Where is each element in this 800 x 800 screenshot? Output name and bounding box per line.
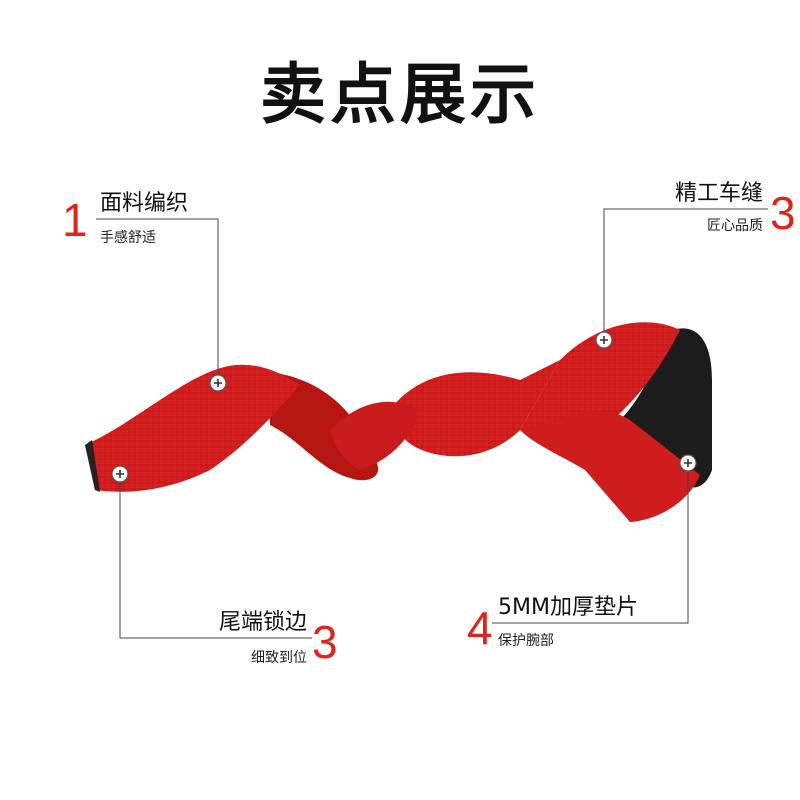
leader-lines [96,208,768,639]
strap-middle [390,360,560,457]
plus-marker-icon [679,454,697,472]
feature-3-title: 尾端锁边 [218,610,307,635]
feature-1-title: 面料编织 [100,191,189,216]
feature-4-number: 4 [467,602,493,654]
feature-2-subtitle: 匠心品质 [707,218,763,234]
strap-end-panel [520,411,700,522]
strap-fold-right [520,322,680,440]
strap-left [85,364,300,492]
leader-line-2 [603,208,768,340]
feature-3-subtitle: 细致到位 [251,650,307,666]
feature-2-number: 3 [770,187,796,239]
plus-marker-icon [595,331,613,349]
feature-4-subtitle: 保护腕部 [498,633,554,649]
page-title: 卖点展示 [260,56,540,133]
feature-2-title: 精工车缝 [674,181,763,206]
feature-1-number: 1 [62,194,88,246]
leader-line-3 [119,474,312,639]
padding-loop [620,328,712,488]
strap-fold-mid [330,401,420,470]
plus-marker-icon [111,465,129,483]
leader-line-1 [96,218,219,383]
plus-marker-icon [209,374,227,392]
feature-1-subtitle: 手感舒适 [100,230,156,246]
feature-4-title: 5MM加厚垫片 [498,595,638,620]
strap-left-edge [85,440,100,492]
leader-line-4 [492,463,689,624]
feature-3-number: 3 [312,616,338,668]
